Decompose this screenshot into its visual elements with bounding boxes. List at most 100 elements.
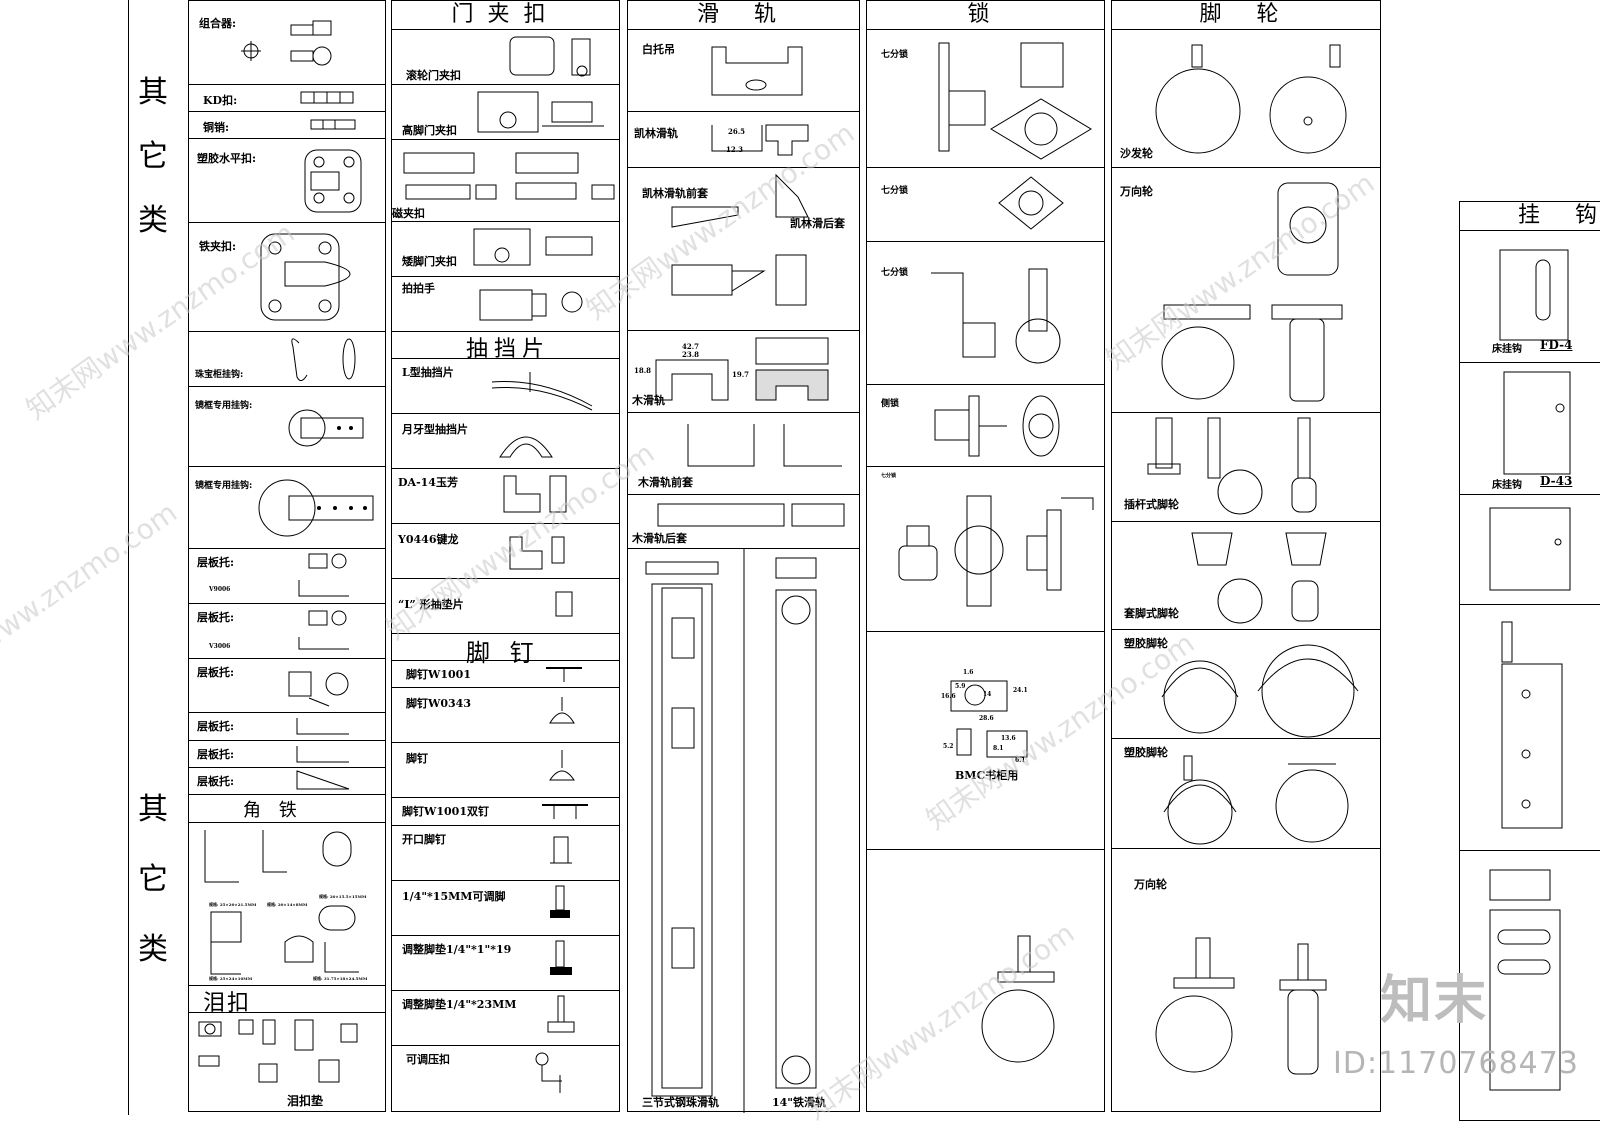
item-label: 七分锁 (881, 186, 909, 196)
column-caster: 脚 轮 沙发轮 万向轮 插杆式脚轮 套脚式脚轮 塑胶脚轮 塑胶脚轮 万向轮 (1111, 0, 1381, 1112)
row-combiner: 组合器: (189, 1, 385, 85)
item-label: 白托吊 (642, 43, 675, 56)
row-socket-caster: 套脚式脚轮 (1112, 521, 1380, 630)
row-shelf-support-1: 层板托: V9006 (189, 548, 385, 604)
kd-drawing (300, 91, 354, 104)
item-label: 层板托: (197, 775, 235, 788)
item-label: 磁夹扣 (392, 207, 425, 220)
row-shelf-support-2: 层板托: V3006 (189, 603, 385, 659)
item-label: Y0446键龙 (398, 533, 459, 546)
adjust-pad-2-drawing (547, 995, 575, 1033)
wood-rear-drawing (657, 503, 845, 527)
da14-drawing (503, 475, 567, 513)
item-label: 镜框专用挂钩: (195, 481, 253, 491)
push-latch-drawing (479, 289, 583, 321)
item-label: 脚钉W1001 (406, 668, 471, 681)
high-foot-catch-drawing (477, 91, 604, 133)
row-adjust-pad-2: 调整脚垫1/4"*23MM (392, 990, 619, 1046)
plastic-caster-2-drawing (1163, 755, 1349, 845)
w0343-drawing (549, 697, 575, 724)
dim-label: 16.6 (941, 693, 956, 700)
item-label: 拍拍手 (402, 282, 435, 295)
row-adjust-pad-1: 调整脚垫1/4"*1"*19 (392, 935, 619, 991)
side-label-top: 其 它 类 (138, 78, 168, 270)
dim-label: 26.5 (728, 127, 746, 136)
item-code: FD-4 (1540, 338, 1573, 352)
item-code: V3006 (209, 643, 231, 650)
row-da14: DA-14玉芳 (392, 468, 619, 524)
row-bmc-lock: 1.6 5.9 16.6 14 24.1 28.6 13.6 5.2 8.1 6… (867, 631, 1104, 850)
adjust-press-drawing (535, 1052, 562, 1093)
shelf-support-6-drawing (296, 770, 350, 790)
dim-label: 19.7 (732, 370, 750, 379)
w1001-double-drawing (542, 804, 588, 819)
item-label: 木滑轨前套 (638, 476, 693, 489)
item-label: 月牙型抽挡片 (402, 423, 468, 436)
item-label: KD扣: (203, 94, 238, 107)
row-sofa-caster: 沙发轮 (1112, 29, 1380, 168)
watermark-text: www.znzmo.com (0, 496, 183, 658)
row-angle-drawings: 规格: 25×20×21.5MM 规格: 20×14×8MM 规格: 20×15… (189, 822, 385, 986)
item-label: 木滑轨后套 (632, 532, 687, 545)
item-label: 1/4"*15MM可调脚 (402, 890, 506, 903)
row-white-hanger: 白托吊 (628, 29, 859, 112)
row-stem-caster: 插杆式脚轮 (1112, 412, 1380, 522)
row-adjust-foot: 1/4"*15MM可调脚 (392, 880, 619, 936)
item-label: 塑胶脚轮 (1124, 637, 1168, 650)
row-bed-hook-2: 床挂钩 D-43 (1460, 362, 1600, 495)
item-label: 七分锁 (881, 268, 909, 278)
item-label: 铜销: (203, 121, 230, 134)
item-label: 套脚式脚轮 (1124, 607, 1179, 620)
angle-note: 规格: 20×14×8MM (267, 902, 308, 907)
column-slide-rail: 滑 轨 白托吊 凯林滑轨 26.5 12.3 凯林滑轨前套 凯林滑后套 木滑轨 … (627, 0, 860, 1113)
item-label: 侧锁 (881, 399, 900, 409)
plastic-level-drawing (304, 149, 362, 213)
item-label: 脚钉 (406, 752, 428, 765)
item-label: 木滑轨 (632, 394, 665, 407)
shelf-support-1-drawing (298, 553, 349, 597)
item-label: 珠宝柜挂钩: (195, 370, 244, 380)
sofa-caster-drawing (1155, 44, 1347, 154)
side-lock-drawing (934, 395, 1060, 457)
magnetic-catch-drawing (403, 152, 615, 200)
mirror-hook-1-drawing (288, 409, 364, 447)
adjust-foot-drawing (550, 885, 570, 918)
item-label: 调整脚垫1/4"*23MM (402, 998, 517, 1011)
row-iron-clip: 铁夹扣: (189, 222, 385, 332)
item-label: BMC书柜用 (955, 769, 1019, 782)
door-catch-header: 门夹扣 (392, 1, 619, 30)
combiner-drawing (241, 20, 332, 66)
wood-front-drawing (687, 424, 842, 467)
row-y0446: Y0446键龙 (392, 523, 619, 579)
item-label: 层板托: (197, 748, 235, 761)
row-side-lock: 侧锁 (867, 384, 1104, 467)
side-char: 类 (138, 203, 168, 238)
side-char: 其 (138, 792, 168, 827)
dim-label: 12.3 (726, 145, 744, 154)
row-shelf-support-4: 层板托: (189, 712, 385, 741)
dim-label: 23.8 (682, 350, 700, 359)
item-label: L型抽挡片 (402, 366, 454, 379)
hook-3-drawing (1489, 507, 1571, 591)
item-label: 万向轮 (1134, 878, 1167, 891)
row-plastic-caster-1: 塑胶脚轮 (1112, 629, 1380, 739)
shelf-support-2-drawing (298, 610, 349, 650)
y0446-drawing (509, 536, 565, 570)
jewelry-hook-drawing (291, 338, 356, 381)
item-label: 脚钉W0343 (406, 697, 471, 710)
row-angle-header: 角 铁 (189, 794, 385, 823)
tear-drawings (198, 1019, 358, 1083)
item-label: 铁夹扣: (199, 240, 237, 253)
l-pad-drawing (555, 591, 573, 617)
bmc-lock-drawing (950, 680, 1028, 758)
item-label: DA-14玉芳 (398, 476, 458, 489)
item-label: 层板托: (197, 720, 235, 733)
angle-iron-drawings (204, 830, 359, 975)
side-char: 它 (138, 862, 168, 897)
item-label: 镜框专用挂钩: (195, 401, 253, 411)
row-plastic-caster-2: 塑胶脚轮 (1112, 738, 1380, 849)
row-wood-front: 木滑轨前套 (628, 412, 859, 495)
lock-5-drawing (898, 495, 1094, 607)
tear-header: 泪扣 (203, 991, 252, 1016)
l-stop-drawing (491, 372, 593, 411)
